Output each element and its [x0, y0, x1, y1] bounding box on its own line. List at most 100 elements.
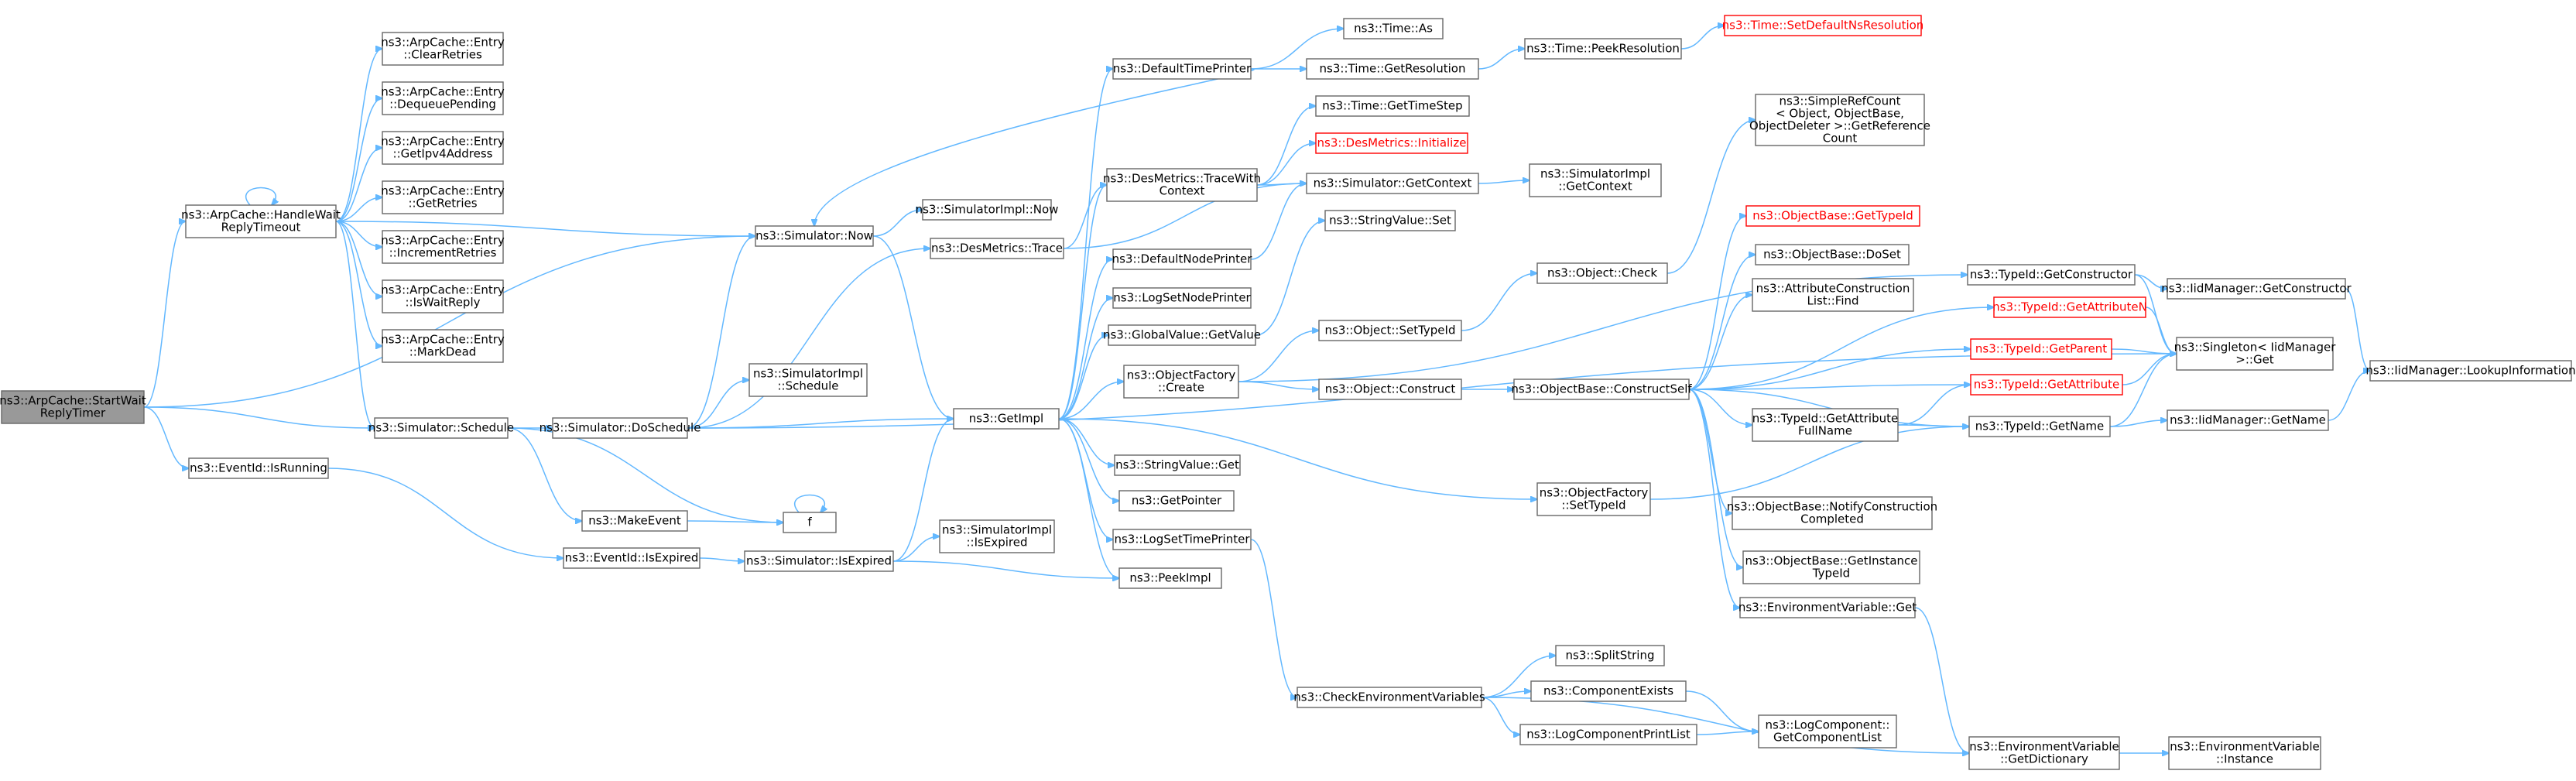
- node-simplerefcount[interactable]: ns3::SimpleRefCount< Object, ObjectBase,…: [1749, 94, 1930, 146]
- edge-typeidgetattrfullname-to-typeidgetattribute: [1897, 385, 1971, 426]
- node-defnodeprinter[interactable]: ns3::DefaultNodePrinter: [1112, 248, 1253, 270]
- node-box: [1318, 320, 1462, 341]
- node-label: ns3::EnvironmentVariable: [2170, 740, 2319, 754]
- node-box: [1306, 58, 1479, 80]
- node-getretries[interactable]: ns3::ArpCache::Entry::GetRetries: [381, 180, 505, 214]
- node-clearretries[interactable]: ns3::ArpCache::Entry::ClearRetries: [381, 32, 505, 66]
- node-objfactorycreate[interactable]: ns3::ObjectFactory::Create: [1123, 365, 1239, 399]
- node-typeidgetparent[interactable]: ns3::TypeId::GetParent: [1970, 338, 2112, 360]
- edge-handlewait-to-handlewait: [245, 187, 276, 206]
- node-makeevent[interactable]: ns3::MakeEvent: [581, 510, 688, 532]
- node-objcheck[interactable]: ns3::Object::Check: [1536, 262, 1668, 284]
- node-getipv4[interactable]: ns3::ArpCache::Entry::GetIpv4Address: [381, 131, 505, 165]
- node-box: [382, 32, 504, 66]
- node-box: [1306, 173, 1479, 194]
- node-timesetdefns[interactable]: ns3::Time::SetDefaultNsResolution: [1722, 15, 1924, 36]
- node-simgetcontext[interactable]: ns3::Simulator::GetContext: [1306, 173, 1479, 194]
- node-typeidgetconstructor[interactable]: ns3::TypeId::GetConstructor: [1967, 264, 2136, 286]
- node-label: ns3::DesMetrics::Trace: [931, 241, 1063, 255]
- node-label: ns3::SimulatorImpl::Now: [916, 203, 1059, 217]
- node-label: ::Instance: [2216, 752, 2273, 766]
- node-timeas[interactable]: ns3::Time::As: [1343, 18, 1444, 39]
- node-getimpl[interactable]: ns3::GetImpl: [953, 408, 1060, 430]
- node-label: ns3::TypeId::GetName: [1975, 420, 2104, 433]
- node-envvarget[interactable]: ns3::EnvironmentVariable::Get: [1738, 597, 1917, 618]
- node-timegetstep[interactable]: ns3::Time::GetTimeStep: [1315, 95, 1470, 117]
- node-logcomponentgetlist[interactable]: ns3::LogComponent::GetComponentList: [1758, 714, 1897, 748]
- node-markdead[interactable]: ns3::ArpCache::Entry::MarkDead: [381, 329, 505, 363]
- node-objbaseconstructself[interactable]: ns3::ObjectBase::ConstructSelf: [1511, 379, 1692, 400]
- node-f[interactable]: f: [783, 512, 837, 533]
- node-typeidgetattribute[interactable]: ns3::TypeId::GetAttribute: [1970, 374, 2123, 396]
- node-label: ::DequeuePending: [389, 98, 496, 111]
- node-iswaitreply[interactable]: ns3::ArpCache::Entry::IsWaitReply: [381, 279, 505, 313]
- node-objsettypeid[interactable]: ns3::Object::SetTypeId: [1318, 320, 1462, 341]
- node-simimplgetcontext[interactable]: ns3::SimulatorImpl::GetContext: [1529, 163, 1662, 197]
- node-label: ns3::DesMetrics::Initialize: [1317, 136, 1467, 150]
- node-objbasedoset[interactable]: ns3::ObjectBase::DoSet: [1755, 244, 1910, 265]
- node-label: ns3::ArpCache::StartWait: [0, 394, 146, 408]
- node-box: [552, 417, 688, 439]
- node-eventisrunning[interactable]: ns3::EventId::IsRunning: [188, 457, 329, 479]
- node-label: ns3::TypeId::GetConstructor: [1970, 268, 2133, 282]
- node-objbasegettypeid[interactable]: ns3::ObjectBase::GetTypeId: [1745, 205, 1920, 227]
- node-simschedule[interactable]: ns3::Simulator::Schedule: [368, 417, 514, 439]
- node-peekimpl[interactable]: ns3::PeekImpl: [1118, 567, 1222, 589]
- edge-simgetcontext-to-simimplgetcontext: [1478, 180, 1530, 184]
- node-label: f: [807, 516, 812, 529]
- node-iidmgrgetconstructor[interactable]: ns3::IidManager::GetConstructor: [2161, 278, 2352, 300]
- node-splitstring[interactable]: ns3::SplitString: [1555, 645, 1665, 666]
- node-stringvalueget[interactable]: ns3::StringValue::Get: [1114, 454, 1241, 476]
- edge-simnow-to-getimpl: [872, 235, 954, 419]
- node-iidmgrlookup[interactable]: ns3::IidManager::LookupInformation: [2365, 360, 2576, 382]
- node-simnow[interactable]: ns3::Simulator::Now: [755, 225, 874, 247]
- node-timegetres[interactable]: ns3::Time::GetResolution: [1306, 58, 1479, 80]
- node-simimplnow[interactable]: ns3::SimulatorImpl::Now: [916, 199, 1059, 221]
- edge-deftimeprinter-to-timeas: [1250, 29, 1344, 70]
- node-stringvalueset[interactable]: ns3::StringValue::Set: [1324, 210, 1456, 231]
- node-globalvalueget[interactable]: ns3::GlobalValue::GetValue: [1103, 324, 1261, 346]
- node-iidmgrgetname[interactable]: ns3::IidManager::GetName: [2167, 409, 2329, 431]
- node-logcomponentprintlist[interactable]: ns3::LogComponentPrintList: [1519, 724, 1697, 745]
- node-logsetnodeprinter[interactable]: ns3::LogSetNodePrinter: [1112, 287, 1252, 309]
- node-envvarinstance[interactable]: ns3::EnvironmentVariable::Instance: [2168, 736, 2321, 770]
- node-eventisexpired[interactable]: ns3::EventId::IsExpired: [563, 547, 701, 569]
- node-simimplschedule[interactable]: ns3::SimulatorImpl::Schedule: [748, 363, 868, 397]
- edge-typeidgetattribute-to-singletonget: [2122, 354, 2177, 385]
- node-envvargetdict[interactable]: ns3::EnvironmentVariable::GetDictionary: [1968, 736, 2120, 770]
- node-label: ::GetContext: [1558, 180, 1632, 194]
- node-objconstruct[interactable]: ns3::Object::Construct: [1318, 379, 1462, 400]
- node-getpointer[interactable]: ns3::GetPointer: [1118, 490, 1235, 512]
- node-box: [1106, 168, 1258, 202]
- node-typeidgetattributen[interactable]: ns3::TypeId::GetAttributeN: [1992, 296, 2147, 318]
- node-deftimeprinter[interactable]: ns3::DefaultTimePrinter: [1112, 58, 1252, 80]
- node-componentexists[interactable]: ns3::ComponentExists: [1530, 680, 1687, 702]
- node-dequeuepending[interactable]: ns3::ArpCache::Entry::DequeuePending: [381, 81, 505, 115]
- edge-handlewait-to-simnow: [335, 221, 755, 236]
- node-objbasenotify[interactable]: ns3::ObjectBase::NotifyConstructionCompl…: [1727, 496, 1937, 530]
- node-typeidgetname[interactable]: ns3::TypeId::GetName: [1968, 416, 2111, 437]
- node-incretries[interactable]: ns3::ArpCache::Entry::IncrementRetries: [381, 230, 505, 264]
- node-label: ns3::IidManager::LookupInformation: [2365, 364, 2575, 378]
- node-singletonget[interactable]: ns3::Singleton< IidManager>::Get: [2174, 337, 2337, 371]
- node-box: [382, 81, 504, 115]
- node-simisexpired[interactable]: ns3::Simulator::IsExpired: [744, 550, 894, 572]
- node-objfactorysettypeid[interactable]: ns3::ObjectFactory::SetTypeId: [1536, 482, 1651, 516]
- node-simimplisexpired[interactable]: ns3::SimulatorImpl::IsExpired: [939, 519, 1055, 553]
- edge-objfactorycreate-to-objsettypeid: [1238, 331, 1319, 382]
- node-label: ns3::SimulatorImpl: [1540, 167, 1650, 181]
- node-desmtrace[interactable]: ns3::DesMetrics::Trace: [930, 238, 1064, 259]
- node-desminit[interactable]: ns3::DesMetrics::Initialize: [1315, 132, 1468, 154]
- node-logsettimeprinter[interactable]: ns3::LogSetTimePrinter: [1112, 529, 1252, 550]
- node-timepeekres[interactable]: ns3::Time::PeekResolution: [1524, 38, 1682, 60]
- node-label: ns3::LogSetNodePrinter: [1113, 291, 1251, 305]
- node-checkenv[interactable]: ns3::CheckEnvironmentVariables: [1293, 687, 1485, 708]
- node-simdoschedule[interactable]: ns3::Simulator::DoSchedule: [540, 417, 701, 439]
